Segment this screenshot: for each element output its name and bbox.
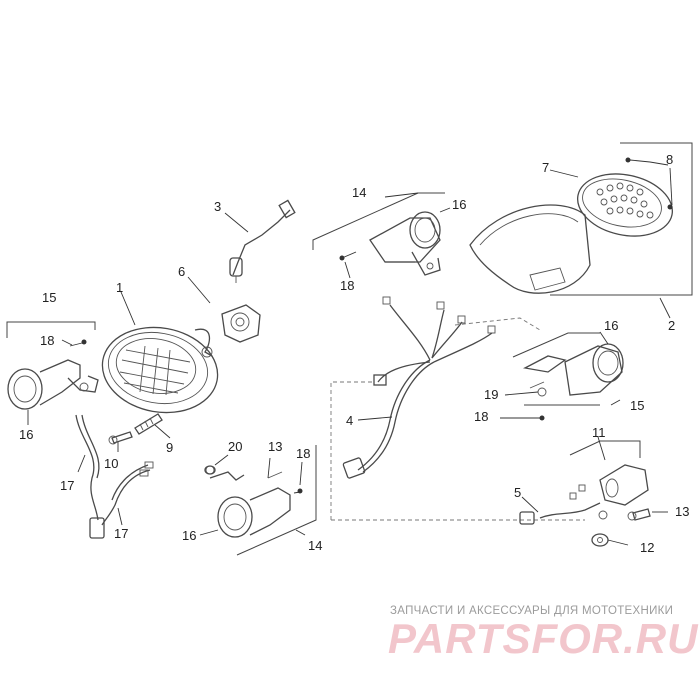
wire-lead-5	[519, 484, 601, 525]
callout-20: 20	[228, 439, 242, 454]
turn-signal-bottom	[205, 465, 303, 538]
bulb-with-wire	[229, 199, 296, 283]
wire-harness-17	[75, 414, 154, 539]
group-frame-11	[569, 440, 641, 458]
turn-signal-right	[522, 343, 624, 421]
callout-16-right: 16	[604, 318, 618, 333]
callout-2: 2	[668, 318, 675, 333]
leader-lines	[27, 161, 673, 546]
callout-18-top: 18	[340, 278, 354, 293]
group-frame-15-right	[512, 332, 600, 406]
watermark-tagline: ЗАПЧАСТИ И АКСЕССУАРЫ ДЛЯ МОТОТЕХНИКИ	[390, 605, 674, 617]
callout-15-right: 15	[630, 398, 644, 413]
main-wiring-harness	[342, 296, 496, 479]
bolt	[108, 431, 133, 445]
callout-12: 12	[640, 540, 654, 555]
turn-signal-left	[7, 339, 99, 410]
group-frame-14-top	[312, 192, 445, 250]
callout-18-bottom: 18	[296, 446, 310, 461]
group-frame-14-bottom	[236, 445, 317, 556]
callout-3: 3	[214, 199, 221, 214]
bulb-holder	[221, 304, 261, 343]
callout-6: 6	[178, 264, 185, 279]
callout-13-bottom: 13	[268, 439, 282, 454]
callout-9: 9	[166, 440, 173, 455]
callout-13-right: 13	[675, 504, 689, 519]
callout-7: 7	[542, 160, 549, 175]
group-frame-15-left	[6, 321, 96, 338]
callout-16-left: 16	[19, 427, 33, 442]
nut	[591, 533, 609, 547]
callout-14-top: 14	[352, 185, 366, 200]
screw-13-right	[627, 508, 651, 521]
callout-5: 5	[514, 485, 521, 500]
tail-light	[576, 173, 674, 237]
adjust-screw	[134, 413, 163, 435]
callout-14-bottom: 14	[308, 538, 322, 553]
harness-dashed-outline	[330, 317, 585, 521]
callout-17-a: 17	[60, 478, 74, 493]
watermark-logo: PARTSFOR.RU	[388, 615, 699, 662]
callout-1: 1	[116, 280, 123, 295]
rear-cover	[469, 204, 591, 294]
callout-10: 10	[104, 456, 118, 471]
callout-8: 8	[666, 152, 673, 167]
callout-18-right: 18	[474, 409, 488, 424]
callout-19: 19	[484, 387, 498, 402]
license-plate-light	[598, 464, 649, 520]
callout-16-top: 16	[452, 197, 466, 212]
callout-11: 11	[592, 425, 606, 440]
callout-15-left: 15	[42, 290, 56, 305]
screws-8	[625, 157, 673, 210]
group-frame-2-tail	[550, 142, 693, 296]
nut-20	[204, 465, 216, 475]
headlight-assembly	[101, 326, 219, 414]
callout-4: 4	[346, 413, 353, 428]
callout-18-left: 18	[40, 333, 54, 348]
callout-numbers: 1 2 3 4 5 6 7 8 9 10 11 12 13 13 14 14 1…	[19, 152, 689, 555]
callout-16-bottom: 16	[182, 528, 196, 543]
callout-17-b: 17	[114, 526, 128, 541]
